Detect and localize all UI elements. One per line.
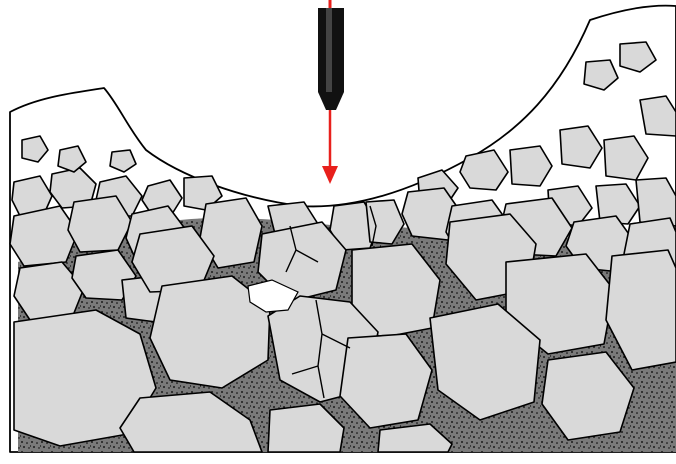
probe-icon (318, 8, 344, 110)
